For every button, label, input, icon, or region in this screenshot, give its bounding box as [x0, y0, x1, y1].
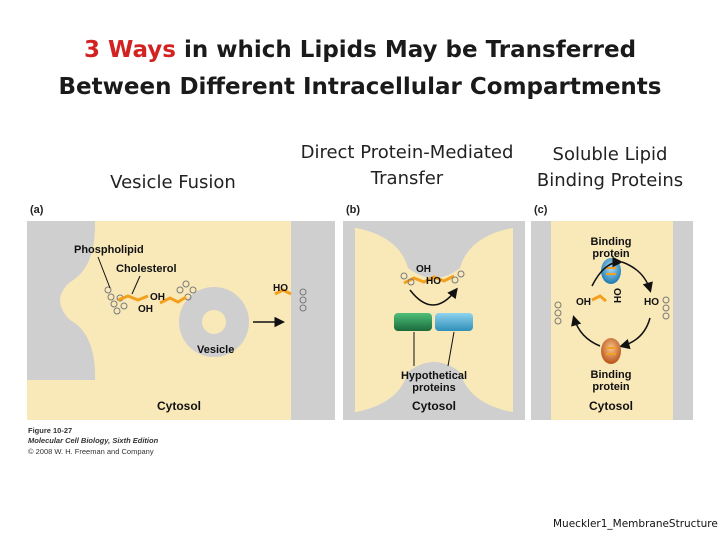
panel-b-letter: (b) [346, 204, 360, 216]
label-ho-b: HO [426, 276, 441, 287]
cycle-arrow-lower-right [619, 317, 651, 350]
hypothetical-protein-blue [435, 313, 473, 331]
panel-a: (a) Phospholipid Cholesterol [27, 204, 335, 420]
lipid-heads-c [554, 296, 670, 325]
panel-a-letter: (a) [30, 204, 44, 216]
slide-footer: Mueckler1_MembraneStructure [553, 518, 718, 530]
membrane-wall-right [513, 221, 525, 420]
caption-soluble-lipid: Soluble Lipid Binding Proteins [520, 142, 700, 194]
acceptor-compartment [291, 221, 335, 420]
lipid-heads-b [400, 270, 465, 286]
label-binding-bottom-line-2: protein [592, 381, 630, 393]
protein-pointer-right [447, 331, 455, 367]
label-cytosol-a: Cytosol [157, 399, 201, 413]
cholesterol-molecule [117, 294, 149, 302]
cycle-arrow-upper-left [591, 256, 623, 287]
hypothetical-protein-green [394, 313, 432, 331]
figure-number: Figure 10-27 [28, 426, 72, 435]
label-hypothetical-line-2: proteins [412, 382, 455, 394]
vesicle-lumen [202, 310, 226, 334]
figure-copyright: © 2008 W. H. Freeman and Company [28, 447, 154, 456]
caption-soluble-line-2: Binding Proteins [536, 170, 684, 191]
caption-vesicle-fusion: Vesicle Fusion [110, 172, 236, 193]
direct-transfer-arrow [409, 287, 458, 306]
donor-membrane-c [531, 221, 551, 420]
label-oh-a-2: OH [138, 304, 153, 315]
panel-c-letter: (c) [534, 204, 548, 216]
phospholipid-pointer [97, 256, 111, 289]
vesicle-lipid-leaflet [176, 280, 197, 301]
panel-b: (b) OH HO Hypothetical proteins Cytosol [343, 204, 525, 420]
title-line-1: 3 Ways in which Lipids May be Transferre… [0, 32, 720, 69]
label-ho-a: HO [273, 283, 288, 294]
binding-protein-top-lipid [606, 267, 616, 275]
label-phospholipid: Phospholipid [74, 244, 144, 256]
label-ho-c-right: HO [644, 297, 659, 308]
center-lipid-c [591, 294, 607, 303]
title-line-1-rest: in which Lipids May be Transferred [176, 37, 637, 63]
label-oh-c: OH [576, 297, 591, 308]
label-cytosol-b: Cytosol [412, 399, 456, 413]
label-binding-top-line-1: Binding [591, 236, 632, 248]
title-line-2: Between Different Intracellular Compartm… [58, 74, 662, 100]
label-ho-c-center: HO [613, 288, 624, 303]
label-cytosol-c: Cytosol [589, 399, 633, 413]
title-accent: 3 Ways [83, 37, 176, 63]
panel-c-cytosol-bg [531, 221, 693, 420]
acceptor-lipid-leaflet [299, 288, 307, 312]
caption-soluble-line-1: Soluble Lipid [552, 144, 668, 165]
donor-compartment [27, 221, 96, 380]
membrane-wall-left [343, 221, 355, 420]
caption-direct-line-2: Transfer [370, 168, 444, 189]
cycle-arrow-upper-right [621, 261, 653, 293]
label-vesicle: Vesicle [197, 344, 234, 356]
label-cholesterol: Cholesterol [116, 263, 177, 275]
label-hypothetical-line-1: Hypothetical [401, 370, 467, 382]
binding-protein-bottom-lipid [606, 347, 616, 355]
cycle-arrow-lower-left [571, 315, 601, 347]
caption-direct-line-1: Direct Protein-Mediated [300, 142, 514, 163]
donor-lipid-leaflet [104, 286, 128, 315]
caption-direct-protein: Direct Protein-Mediated Transfer [278, 140, 536, 192]
lower-membrane [343, 362, 525, 420]
upper-membrane [343, 221, 525, 278]
cholesterol-pointer [131, 275, 141, 295]
slide-title: 3 Ways in which Lipids May be Transferre… [0, 32, 720, 106]
binding-protein-bottom [601, 338, 621, 364]
vesicle-cholesterol [159, 295, 187, 305]
label-oh-a: OH [150, 292, 165, 303]
label-binding-bottom-line-1: Binding [591, 369, 632, 381]
figure-book-title: Molecular Cell Biology, Sixth Edition [28, 436, 159, 445]
acceptor-membrane-c [673, 221, 693, 420]
panel-c: (c) Binding protein OH HO HO Binding pro… [531, 204, 693, 420]
label-oh-b: OH [416, 264, 431, 275]
acceptor-cholesterol [274, 288, 292, 296]
